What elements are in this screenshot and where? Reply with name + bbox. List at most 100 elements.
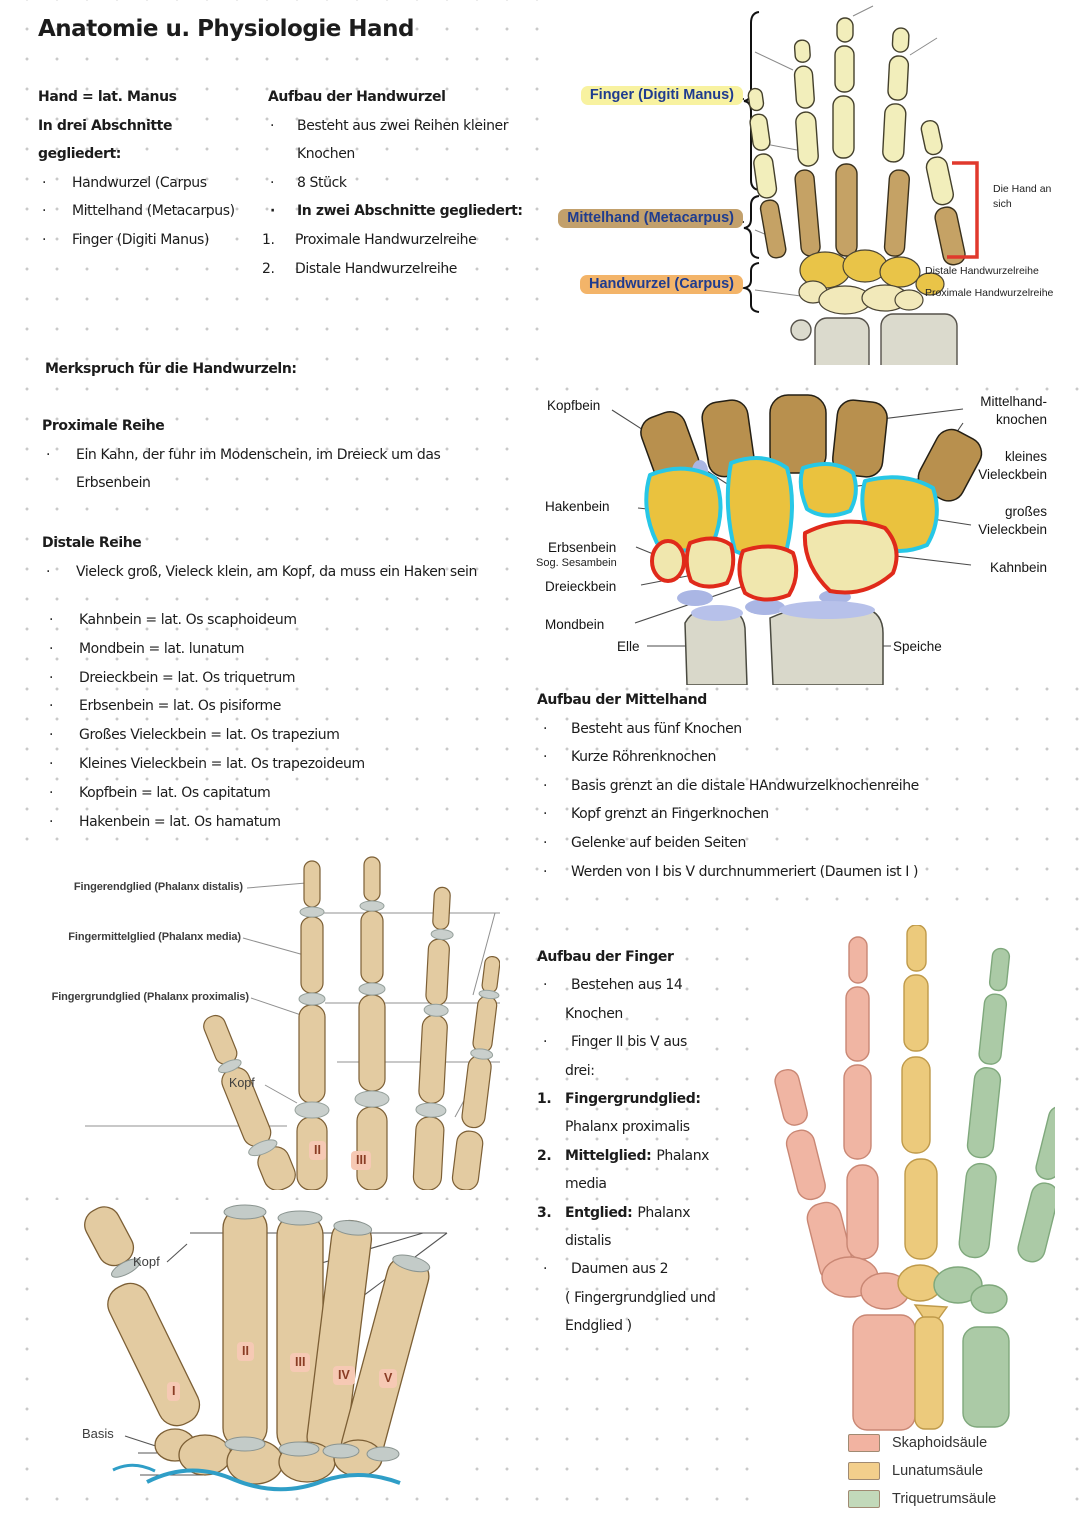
item-number: 1.	[262, 231, 275, 248]
list-item: ·Gelenke auf beiden Seiten	[537, 829, 1057, 858]
list-item: ·Finger II bis V aus	[537, 1028, 752, 1056]
fingerendglied-label: Fingerendglied (Phalanx distalis)	[73, 881, 243, 893]
kopfbein-label: Kopfbein	[547, 398, 601, 413]
carpal-diagram-illustration	[611, 394, 983, 685]
numeral-badge-V: V	[379, 1369, 398, 1388]
list-item: ·Daumen aus 2	[537, 1255, 752, 1283]
numeral-badge-II: II	[309, 1141, 326, 1160]
kahnbein-label: Kahnbein	[989, 560, 1047, 575]
bullet-icon: ·	[543, 863, 548, 880]
mittelhand-aufbau-section: Aufbau der Mittelhand ·Besteht aus fünf …	[537, 686, 1057, 886]
column-hand-illustration	[774, 925, 1055, 1431]
bullet-icon: ·	[49, 640, 54, 657]
section-heading: Aufbau der Mittelhand	[537, 692, 707, 708]
bullet-icon: ·	[46, 563, 51, 580]
carpal-bones	[798, 249, 945, 315]
list-item-continuation: media	[565, 1176, 607, 1193]
numbered-item: 2.Distale Handwurzelreihe	[262, 255, 530, 284]
list-item: ·Vieleck groß, Vieleck klein, am Kopf, d…	[42, 558, 532, 587]
list-item: ·Handwurzel (Carpus	[38, 169, 270, 198]
bullet-icon: ·	[49, 755, 54, 772]
triquetrum-swatch	[848, 1490, 880, 1508]
finger-diagram-figure: Fingerendglied (Phalanx distalis) Finger…	[25, 855, 500, 1190]
numbered-item: 3.Entglied:Phalanx	[537, 1199, 752, 1227]
legend-label: Skaphoidsäule	[892, 1435, 988, 1451]
list-item: ·Kopfbein = lat. Os capitatum	[45, 779, 515, 808]
list-item: ·Hakenbein = lat. Os hamatum	[45, 808, 515, 837]
bullet-icon: ·	[42, 174, 47, 191]
finger-highlight-label: Finger (Digiti Manus)	[580, 86, 743, 105]
list-item-continuation: Erbsenbein	[76, 475, 151, 492]
proximale-reihe-section: Proximale Reihe ·Ein Kahn, der fuhr im M…	[42, 412, 512, 498]
numeral-badge-IV: IV	[333, 1366, 355, 1385]
die-hand-bracket-icon	[947, 161, 979, 259]
item-number: 2.	[262, 260, 275, 277]
list-item-continuation: Phalanx proximalis	[565, 1119, 690, 1136]
legend-item-lunatum: Lunatumsäule	[848, 1462, 983, 1480]
joint-cartilage	[111, 1204, 431, 1462]
bullet-icon: ·	[543, 1261, 548, 1278]
bullet-icon: ·	[543, 749, 548, 766]
speiche-label: Speiche	[893, 639, 942, 654]
bullet-icon: ·	[543, 720, 548, 737]
bullet-icon: ·	[42, 203, 47, 220]
list-item: ·Besteht aus fünf Knochen	[537, 715, 1057, 744]
bullet-icon: ·	[49, 784, 54, 801]
hand-overview-illustration	[735, 5, 979, 365]
skaphoid-column-bones	[774, 936, 916, 1431]
legend-item-triquetrum: Triquetrumsäule	[848, 1490, 996, 1508]
distale-reihe-section: Distale Reihe ·Vieleck groß, Vieleck kle…	[42, 529, 532, 586]
erbsenbein-label: Erbsenbein	[548, 540, 617, 555]
list-item: ·Kurze Röhrenknochen	[537, 743, 1057, 772]
bullet-icon: ·	[543, 1034, 548, 1051]
list-item-continuation: Knochen	[297, 146, 355, 163]
item-number: 1.	[537, 1091, 552, 1108]
sesambein-label: Sog. Sesambein	[536, 557, 617, 569]
list-item: ·Erbsenbein = lat. Os pisiforme	[45, 692, 515, 721]
kopf-label: Kopf	[133, 1254, 160, 1269]
legend-label: Triquetrumsäule	[892, 1491, 997, 1507]
phalanges-bones	[747, 17, 954, 206]
list-item: ·8 Stück	[262, 169, 530, 198]
finger-bones	[203, 856, 500, 1190]
fingermittelglied-label: Fingermittelglied (Phalanx media)	[68, 931, 241, 943]
mittelhand-highlight-label: Mittelhand (Metacarpus)	[558, 209, 743, 228]
bullet-icon: ·	[49, 813, 54, 830]
bullet-icon: ·	[42, 231, 47, 248]
lunatum-column-bones	[897, 925, 949, 1430]
list-item: ·Dreieckbein = lat. Os triquetrum	[45, 664, 515, 693]
joint-cartilage	[218, 900, 500, 1157]
kopf-label: Kopf	[229, 1076, 255, 1090]
finger-aufbau-section: Aufbau der Finger ·Bestehen aus 14 Knoch…	[537, 943, 752, 1341]
numbered-item: 1.Fingergrundglied:	[537, 1085, 752, 1113]
grosses-vieleckbein-label: großes Vieleckbein	[978, 504, 1047, 537]
list-item: ·Mondbein = lat. lunatum	[45, 635, 515, 664]
cartilage-blue-lines	[112, 1463, 401, 1492]
bullet-icon: ·	[49, 727, 54, 744]
intro-line: gegliedert:	[38, 146, 121, 163]
list-item: ·Ein Kahn, der fuhr im Modenschein, im D…	[42, 441, 512, 470]
list-item: ·Kopf grenzt an Fingerknochen	[537, 800, 1057, 829]
item-number: 2.	[537, 1147, 552, 1164]
carpal-diagram-figure: Kopfbein Hakenbein Erbsenbein Sog. Sesam…	[535, 393, 1080, 685]
bullet-icon: ·	[46, 446, 51, 463]
list-item: ·Finger (Digiti Manus)	[38, 226, 270, 255]
proximal-carpal-row	[650, 519, 899, 602]
handwurzel-aufbau-section: Aufbau der Handwurzel ·Besteht aus zwei …	[262, 83, 530, 283]
finger-diagram-illustration	[85, 856, 500, 1190]
intro-line: In drei Abschnitte	[38, 117, 173, 134]
bullet-icon: ·	[49, 612, 54, 628]
distale-reihe-label: Distale Handwurzelreihe	[925, 265, 1039, 277]
subsection-heading: Distale Reihe	[42, 535, 142, 551]
bullet-icon: ·	[49, 669, 54, 686]
numeral-badge-II: II	[237, 1342, 254, 1361]
numbered-item: 1.Proximale Handwurzelreihe	[262, 226, 530, 255]
numbered-item: 2.Mittelglied:Phalanx	[537, 1142, 752, 1170]
mondbein-label: Mondbein	[545, 617, 605, 632]
bullet-icon: ·	[543, 977, 548, 994]
bullet-icon: ·	[49, 698, 54, 715]
bullet-icon: ·	[270, 203, 275, 220]
bullet-icon: ·	[543, 806, 548, 823]
intro-line: Hand = lat. Manus	[38, 89, 177, 105]
